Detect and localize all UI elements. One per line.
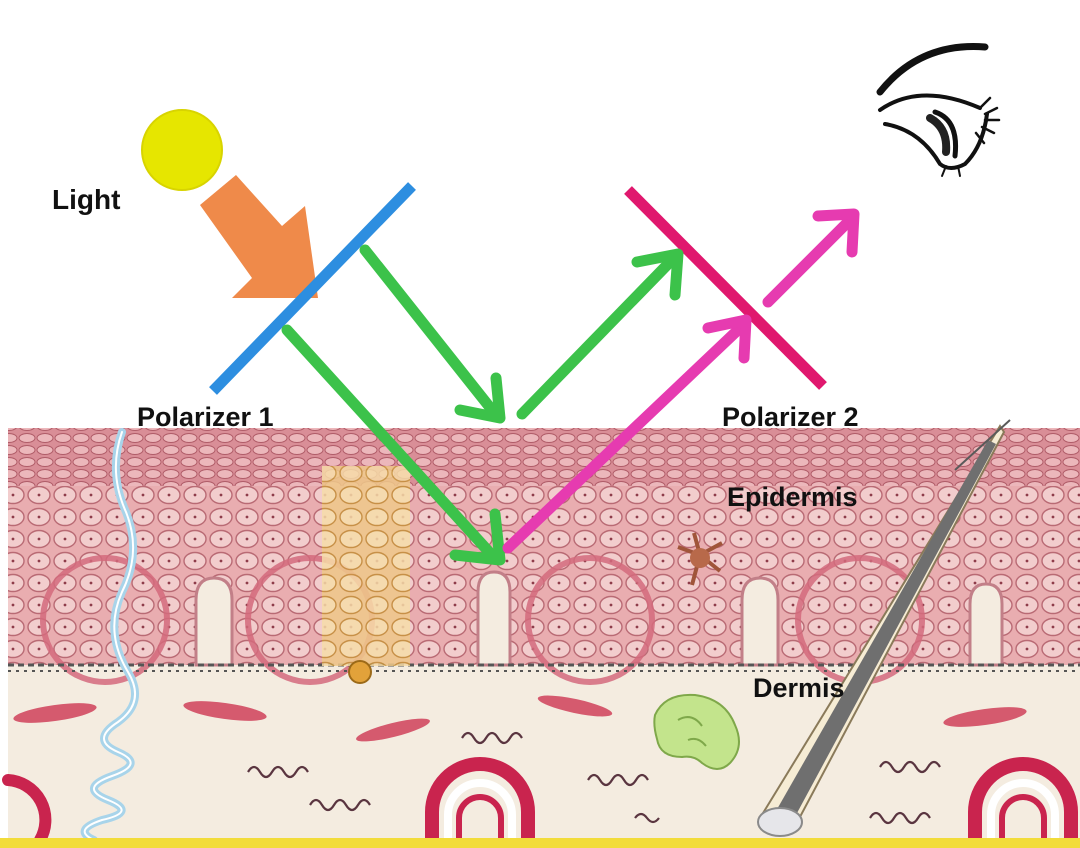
polarizer-1-label: Polarizer 1 [137,402,274,432]
sun-icon [142,110,222,190]
epidermis-label: Epidermis [727,482,858,512]
baseline [0,838,1080,848]
polarizer-2-label: Polarizer 2 [722,402,859,432]
epidermis-layer [8,428,1080,683]
dermis-layer [8,660,1080,840]
dermis-label: Dermis [753,673,845,703]
light-label: Light [52,184,120,215]
